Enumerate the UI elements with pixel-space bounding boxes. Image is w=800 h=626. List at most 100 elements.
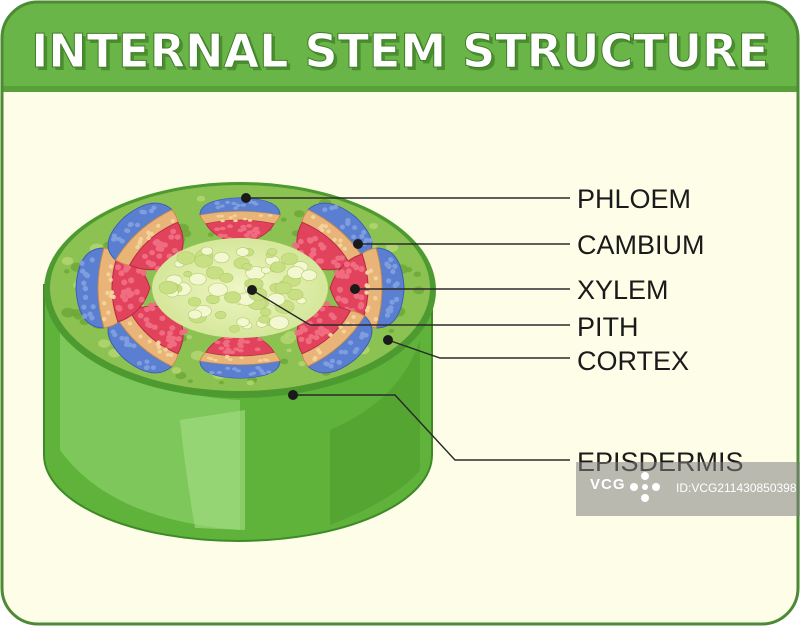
vascular-bundle xyxy=(75,247,151,329)
cambium-cell xyxy=(170,218,175,223)
phloem-cell xyxy=(329,205,335,211)
phloem-cell xyxy=(136,360,143,366)
cortex-cell xyxy=(405,267,413,273)
xylem-cell xyxy=(120,293,126,300)
title-bar xyxy=(2,2,798,92)
xylem-cell xyxy=(127,303,134,310)
xylem-cell xyxy=(143,316,150,323)
xylem-cell xyxy=(297,238,304,245)
dot-xylem xyxy=(350,284,360,294)
phloem-cell xyxy=(112,236,119,241)
phloem-cell xyxy=(394,296,400,302)
xylem-cell xyxy=(330,259,337,265)
cortex-cell xyxy=(413,271,422,277)
xylem-cell xyxy=(155,246,162,252)
xylem-cell xyxy=(238,344,244,349)
cambium-cell xyxy=(365,270,370,275)
pith-cell xyxy=(280,252,299,265)
cambium-cell xyxy=(105,290,110,296)
phloem-cell xyxy=(255,366,261,370)
pith-cell xyxy=(215,311,227,320)
cortex-cell xyxy=(171,367,182,374)
xylem-cell xyxy=(313,334,320,341)
cortex-cell xyxy=(196,195,206,202)
xylem-cell xyxy=(161,242,168,248)
xylem-cell xyxy=(171,247,178,254)
cambium-cell xyxy=(157,349,162,354)
cortex-cell xyxy=(187,379,193,384)
phloem-cell xyxy=(322,207,328,213)
xylem-cell xyxy=(170,228,177,235)
phloem-cell xyxy=(392,263,398,269)
xylem-cell xyxy=(310,251,317,257)
phloem-cell xyxy=(214,201,220,205)
pith-cell xyxy=(229,325,240,333)
cambium-cell xyxy=(156,340,161,345)
phloem-cell xyxy=(235,369,241,373)
xylem-cell xyxy=(219,226,226,231)
cambium-cell xyxy=(328,332,333,337)
pith-cell xyxy=(267,293,286,306)
phloem-cell xyxy=(83,271,89,277)
xylem-cell xyxy=(143,306,150,312)
xylem-cell xyxy=(214,340,221,345)
cambium-cell xyxy=(315,348,321,353)
xylem-cell xyxy=(137,312,144,319)
cambium-cell xyxy=(165,352,171,357)
xylem-cell xyxy=(233,347,240,352)
phloem-cell xyxy=(231,201,237,206)
pith-cell xyxy=(176,251,196,265)
xylem-cell xyxy=(159,315,166,321)
xylem-cell xyxy=(244,340,251,344)
title-shadow: INTERNAL STEM STRUCTURE xyxy=(34,27,772,81)
dot-cambium xyxy=(353,239,363,249)
phloem-cell xyxy=(240,203,246,207)
cambium-cell xyxy=(156,345,162,350)
phloem-cell xyxy=(131,343,137,349)
phloem-cell xyxy=(123,342,130,348)
cambium-cell xyxy=(366,305,371,310)
phloem-cell xyxy=(209,371,215,375)
xylem-cell xyxy=(337,286,344,293)
phloem-cell xyxy=(112,332,118,338)
phloem-cell xyxy=(215,205,221,210)
phloem-cell xyxy=(151,205,157,211)
phloem-cell xyxy=(81,304,87,310)
cambium-cell xyxy=(135,245,140,250)
xylem-cell xyxy=(128,277,135,284)
phloem-cell xyxy=(123,228,130,233)
xylem-cell xyxy=(339,269,345,276)
cortex-cell xyxy=(73,313,84,320)
xylem-cell xyxy=(174,234,181,240)
label-cambium: CAMBIUM xyxy=(577,230,705,260)
xylem-cell xyxy=(125,287,132,294)
cambium-cell xyxy=(209,357,214,361)
phloem-cell xyxy=(390,269,396,275)
cortex-cell xyxy=(413,286,425,295)
xylem-cell xyxy=(338,255,345,261)
cortex-cell xyxy=(98,339,111,348)
cortex-cell xyxy=(298,361,306,367)
cambium-cell xyxy=(102,300,107,306)
label-xylem: XYLEM xyxy=(577,275,669,305)
title-bar-edge xyxy=(2,86,798,92)
vascular-bundle xyxy=(107,202,184,273)
cambium-cell xyxy=(323,224,329,229)
phloem-cell xyxy=(347,340,354,345)
phloem-cell xyxy=(367,237,373,243)
pith-cell xyxy=(158,280,178,295)
cambium-cell xyxy=(364,290,369,295)
xylem-cell xyxy=(222,341,229,346)
xylem-cell xyxy=(149,305,156,312)
xylem-cell xyxy=(214,227,221,232)
dot-cortex xyxy=(383,335,393,345)
xylem-cell xyxy=(250,233,257,238)
xylem-cell xyxy=(121,279,128,286)
leader-dots xyxy=(241,193,393,400)
cambium-cell xyxy=(364,283,369,288)
xylem-cell xyxy=(320,244,327,250)
xylem-cell xyxy=(306,237,313,243)
cambium-cell xyxy=(213,358,218,362)
cortex-cell xyxy=(385,243,399,253)
phloem-cell xyxy=(359,334,365,340)
